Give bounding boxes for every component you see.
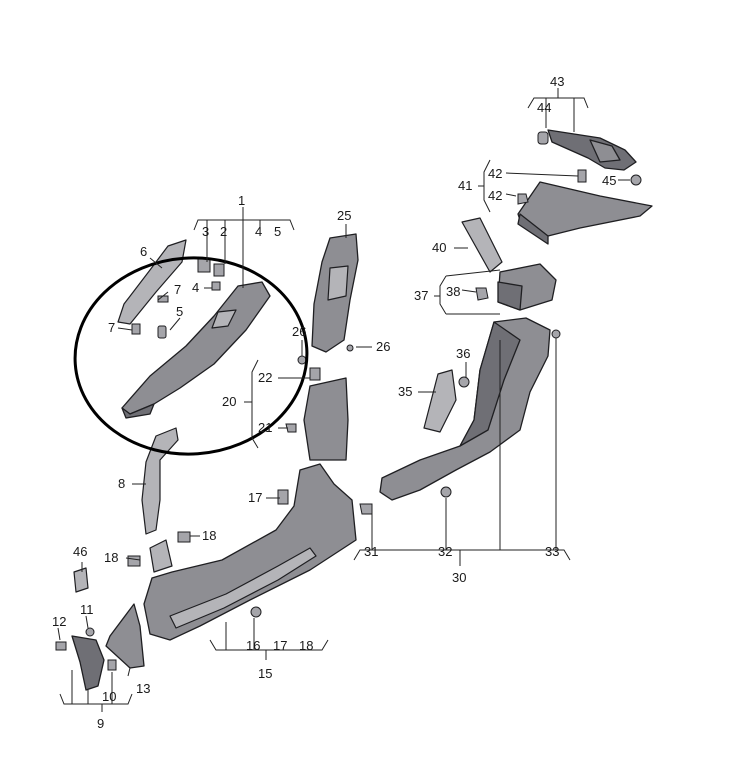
callout-31: 31 [364,544,378,559]
callout-11: 11 [80,602,94,617]
callout-22: 22 [258,370,272,385]
part-9-bracket-group [55,567,117,691]
callout-20: 20 [222,394,236,409]
callout-32: 32 [438,544,452,559]
callout-4: 4 [192,280,199,295]
callout-42: 42 [488,166,502,181]
callout-5: 5 [274,224,281,239]
part-40-panel [461,217,503,273]
callout-41: 41 [458,178,472,193]
callout-17: 17 [273,638,287,653]
callout-12: 12 [52,614,66,629]
callout-25: 25 [337,208,351,223]
callout-16: 16 [246,638,260,653]
callout-2: 2 [220,224,227,239]
callout-18: 18 [299,638,313,653]
part-1-a-pillar-trim [121,281,271,419]
callout-40: 40 [432,240,446,255]
callout-35: 35 [398,384,412,399]
callout-13: 13 [136,681,150,696]
leader-lines [57,88,630,712]
part-43-bracket [537,129,642,186]
callout-45: 45 [602,173,616,188]
callout-5: 5 [176,304,183,319]
callout-4: 4 [255,224,262,239]
callout-18: 18 [104,550,118,565]
callout-17: 17 [248,490,262,505]
callout-10: 10 [102,689,116,704]
part-25-b-pillar-upper [297,233,359,365]
callout-43: 43 [550,74,564,89]
callout-15: 15 [258,666,272,681]
part-15-sill [127,463,357,641]
callout-36: 36 [456,346,470,361]
callout-37: 37 [414,288,428,303]
callout-44: 44 [537,100,551,115]
callout-38: 38 [446,284,460,299]
callout-21: 21 [258,420,272,435]
callout-26: 26 [292,324,306,339]
callout-18: 18 [202,528,216,543]
part-41-trim [517,169,653,245]
highlight-ellipse [73,256,309,456]
part-13-panel [105,603,145,669]
part-20-b-pillar-lower [285,367,349,461]
part-30-side-trim [359,317,561,515]
part-37-block [475,263,557,311]
callout-8: 8 [118,476,125,491]
callout-3: 3 [202,224,209,239]
callout-6: 6 [140,244,147,259]
callout-7: 7 [108,320,115,335]
callout-26: 26 [376,339,390,354]
callout-1: 1 [238,193,245,208]
callout-30: 30 [452,570,466,585]
callout-46: 46 [73,544,87,559]
part-8-a-pillar-lower [141,427,179,535]
callout-42: 42 [488,188,502,203]
callout-9: 9 [97,716,104,731]
callout-33: 33 [545,544,559,559]
callout-labels: 1 3 2 4 5 6 7 4 5 7 43 44 42 41 42 45 25… [52,74,616,731]
callout-7: 7 [174,282,181,297]
part-35-bracket [423,369,470,433]
